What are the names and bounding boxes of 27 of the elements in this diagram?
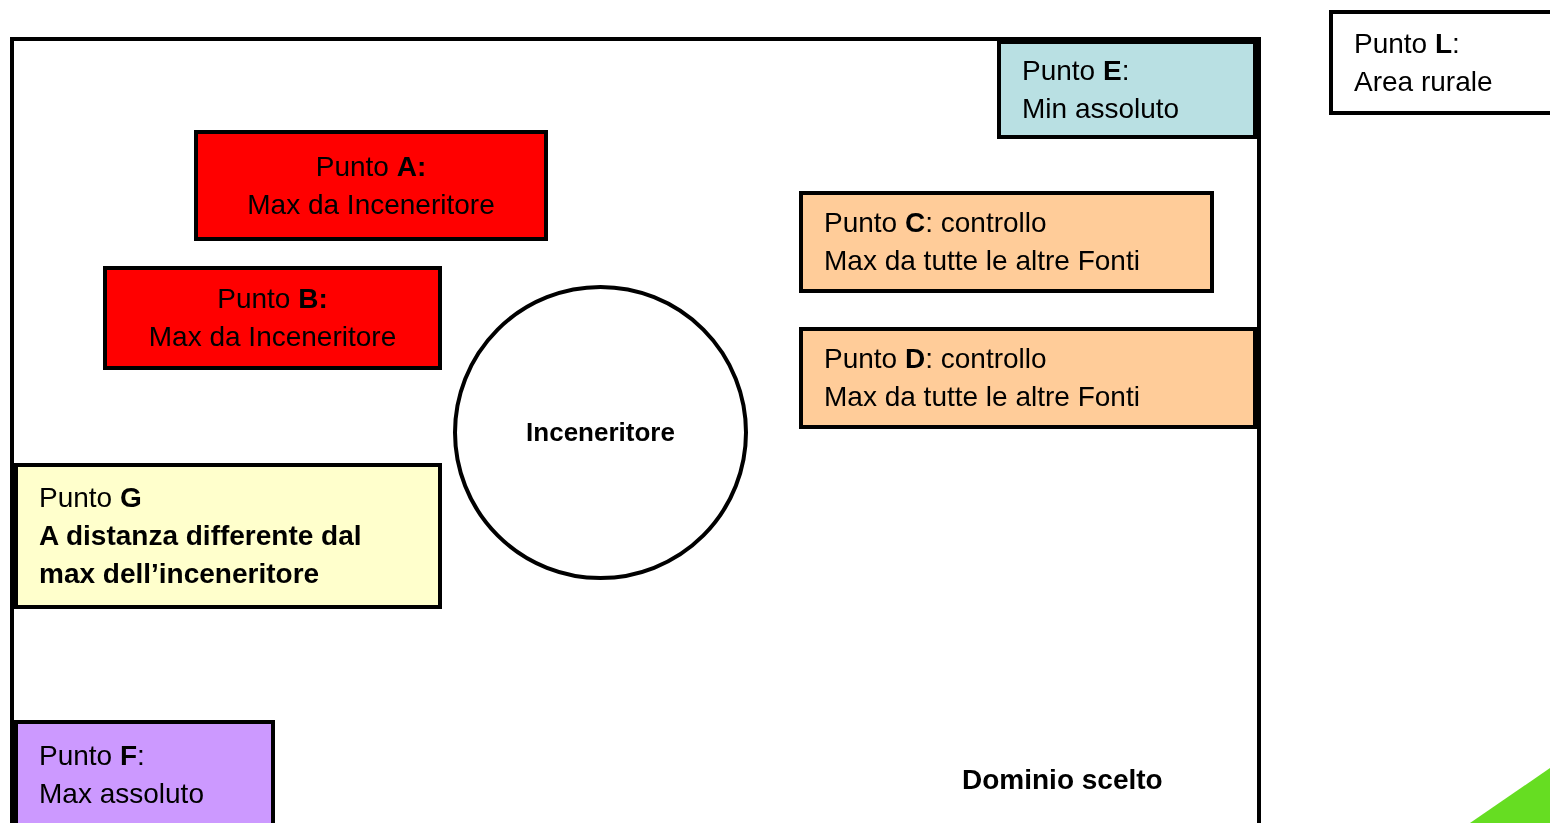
point-box xyxy=(799,327,1257,429)
point-title: Punto E: xyxy=(1022,53,1130,88)
point-description: Max da tutte le altre Fonti xyxy=(824,244,1140,278)
point-description: Max da Inceneritore xyxy=(148,320,397,354)
point-title: Punto B: xyxy=(217,282,328,316)
point-box xyxy=(1329,10,1550,115)
point-title: Punto D: controllo xyxy=(824,342,1047,376)
point-title: Punto G xyxy=(39,481,142,515)
domain-label: Dominio scelto xyxy=(962,764,1163,796)
point-box xyxy=(103,266,442,370)
point-title: Punto F: xyxy=(39,739,145,773)
point-box xyxy=(799,191,1214,293)
point-description: Min assoluto xyxy=(1022,91,1180,126)
point-box xyxy=(14,463,442,609)
point-title: Punto L: xyxy=(1354,26,1460,61)
point-title: Punto A: xyxy=(315,149,427,184)
point-description: Area rurale xyxy=(1354,64,1493,99)
domain-frame xyxy=(10,37,1261,823)
point-description: Max da Inceneritore xyxy=(247,187,495,222)
circle-label: Inceneritore xyxy=(526,417,675,448)
point-title: Punto C: controllo xyxy=(824,206,1047,240)
point-box xyxy=(194,130,548,241)
point-description: A distanza differente dal max dell’inceneritore xyxy=(39,519,363,591)
point-box xyxy=(14,720,275,823)
point-box xyxy=(997,40,1257,139)
point-description: Max assoluto xyxy=(39,777,204,811)
point-description: Max da tutte le altre Fonti xyxy=(824,380,1140,414)
